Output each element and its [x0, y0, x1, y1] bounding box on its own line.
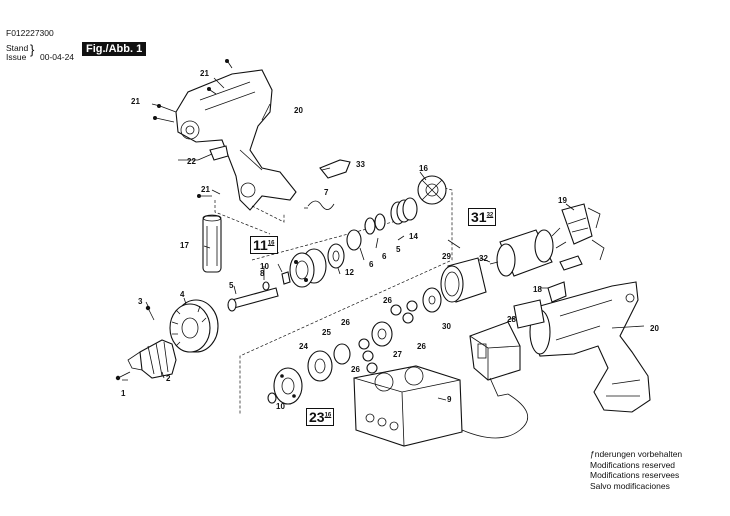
part-9-charger	[353, 365, 529, 447]
label-14: 14	[409, 232, 418, 241]
housing-half-top	[175, 69, 297, 211]
label-26a: 26	[341, 318, 350, 327]
label-1: 1	[121, 389, 126, 398]
label-21c: 21	[201, 185, 210, 194]
issue-label: Issue	[6, 52, 27, 62]
note-de: ƒnderungen vorbehalten	[590, 449, 683, 459]
part-19-switch	[561, 203, 605, 261]
part-10-washer	[267, 392, 277, 404]
stand-label: Stand	[6, 43, 29, 53]
label-28: 28	[507, 315, 516, 324]
callout-31-sup: 32	[486, 212, 494, 219]
modification-notes: ƒnderungen vorbehalten Modifications res…	[590, 449, 682, 491]
callout-31-number: 31	[471, 209, 487, 225]
part-31-motor	[489, 227, 567, 277]
label-20: 20	[294, 106, 303, 115]
label-10b: 10	[276, 402, 285, 411]
part-26-planet-gears-upper	[390, 300, 418, 324]
callout-11-sup: 16	[267, 240, 275, 247]
part-5-spindle	[227, 287, 279, 312]
part-12-gear	[327, 243, 345, 269]
label-17: 17	[180, 241, 189, 250]
part-7-spring	[307, 200, 335, 210]
callout-23: 2316	[306, 408, 335, 426]
label-12: 12	[345, 268, 354, 277]
part-25-plate	[333, 343, 351, 365]
part-4-gear-ring	[169, 299, 219, 353]
label-5-spindle: 5	[229, 281, 234, 290]
label-26d: 26	[417, 342, 426, 351]
part-6-washer	[374, 213, 386, 231]
label-4: 4	[180, 290, 185, 299]
label-20b: 20	[650, 324, 659, 333]
label-18: 18	[533, 285, 542, 294]
callout-11: 1116	[250, 236, 278, 254]
note-en: Modifications reserved	[590, 459, 676, 470]
callout-23-sup: 16	[324, 412, 332, 419]
part-6-ring	[346, 229, 362, 251]
figure-badge: Fig./Abb. 1	[82, 42, 147, 56]
label-19: 19	[558, 196, 567, 205]
part-33-clip	[319, 159, 351, 179]
label-29: 29	[442, 252, 451, 261]
label-9: 9	[447, 395, 452, 404]
callout-23-number: 23	[309, 409, 325, 425]
label-6: 6	[382, 252, 387, 261]
label-26c: 26	[383, 296, 392, 305]
note-fr: Modifications reservees	[590, 470, 680, 480]
part-14-spring	[390, 197, 418, 225]
part-23-ring-gear	[273, 367, 303, 405]
callout-31: 3132	[468, 208, 497, 226]
part-2-chuck	[127, 339, 177, 379]
label-24: 24	[299, 342, 308, 351]
label-5: 5	[396, 245, 401, 254]
part-19-contacts	[559, 255, 583, 271]
part-26-planet-gears-lower	[358, 338, 378, 374]
label-8: 8	[260, 269, 265, 278]
part-16-disc	[417, 175, 447, 205]
label-21a: 21	[200, 69, 209, 78]
screws-21	[153, 59, 233, 198]
label-30: 30	[442, 322, 451, 331]
part-11-gear-assembly	[289, 248, 327, 288]
label-27: 27	[393, 350, 402, 359]
part-29-ring	[440, 257, 487, 303]
label-10: 10	[260, 262, 269, 271]
power-adapter	[469, 321, 521, 397]
part-10-pin	[281, 271, 291, 285]
part-18-clip	[547, 281, 567, 303]
label-2: 2	[166, 374, 171, 383]
label-32: 32	[479, 254, 488, 263]
label-33: 33	[356, 160, 365, 169]
document-number: F012227300	[6, 28, 54, 38]
part-28-brush-holder	[513, 299, 545, 329]
label-22: 22	[187, 157, 196, 166]
part-27-carrier	[371, 321, 393, 347]
part-30-washer	[422, 287, 442, 313]
label-3: 3	[138, 297, 143, 306]
label-16: 16	[419, 164, 428, 173]
label-25: 25	[322, 328, 331, 337]
issue-date: 00-04-24	[40, 52, 75, 62]
part-5-washer	[364, 217, 376, 235]
label-21b: 21	[131, 97, 140, 106]
label-6b: 6	[369, 260, 374, 269]
note-es: Salvo modificaciones	[590, 480, 670, 491]
label-7: 7	[324, 188, 329, 197]
part-24-gear	[307, 350, 333, 382]
part-8-ring	[262, 281, 270, 291]
part-17-sleeve	[202, 214, 222, 273]
callout-11-number: 11	[253, 237, 268, 253]
label-26b: 26	[351, 365, 360, 374]
part-22-lever	[209, 145, 229, 161]
issue-brace: }	[30, 42, 35, 57]
